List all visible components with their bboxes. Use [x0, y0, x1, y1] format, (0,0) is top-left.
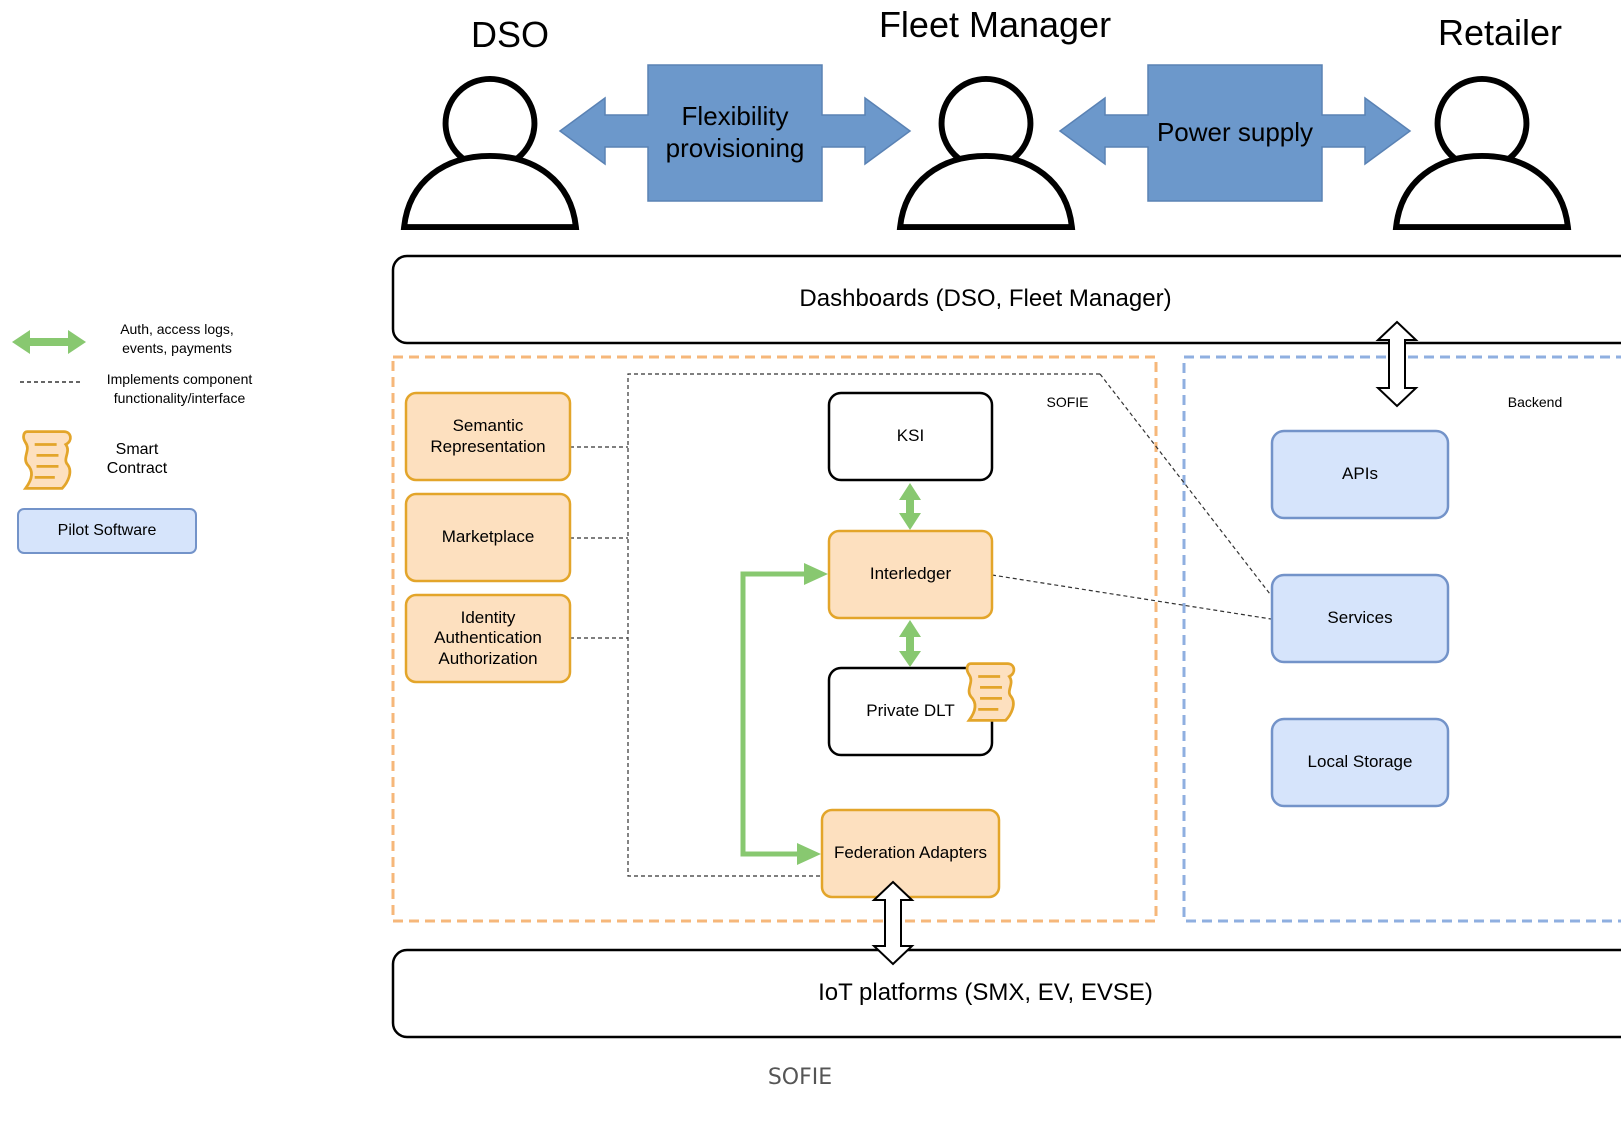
dashboards-backend-arrow	[1375, 320, 1419, 408]
marketplace-label: Marketplace	[441, 527, 535, 547]
retailer-person-icon	[1396, 79, 1568, 227]
iot-platforms-bar	[391, 948, 1621, 1039]
ksi-box	[827, 391, 994, 482]
dso-person-icon	[404, 79, 576, 227]
identity-box	[404, 593, 572, 684]
apis-box	[1270, 429, 1450, 520]
services-label: Services	[1327, 608, 1393, 628]
legend-pilot-software-box	[17, 508, 197, 554]
legend-green-arrow-icon	[12, 330, 86, 354]
power-supply-arrow	[1058, 64, 1412, 202]
federation-iot-arrow	[871, 880, 915, 966]
legend-smart-contract-icon	[22, 430, 72, 490]
local-storage-label: Local Storage	[1307, 752, 1413, 772]
interledger-dlt-arrow	[899, 620, 921, 667]
flexibility-arrow	[558, 64, 912, 202]
sofie-region-label: SOFIE	[1046, 393, 1089, 410]
private-dlt-label: Private DLT	[866, 701, 955, 721]
implements-line-services	[1099, 373, 1271, 595]
implements-line-interledger-services	[991, 574, 1272, 620]
legend-implements-label: Implements component functionality/inter…	[106, 371, 253, 406]
legend-auth-label: Auth, access logs, events, payments	[120, 321, 234, 356]
apis-label: APIs	[1342, 464, 1378, 484]
federation-interledger-connector	[740, 571, 806, 857]
fleet-manager-actor-label: Fleet Manager	[878, 4, 1112, 46]
federation-adapters-box	[820, 808, 1001, 899]
interledger-label: Interledger	[869, 564, 952, 584]
backend-region-label: Backend	[1507, 393, 1563, 410]
semantic-representation-box	[404, 391, 572, 482]
flexibility-provisioning-label: Flexibility provisioning	[665, 101, 805, 163]
federation-arrowhead	[797, 843, 821, 865]
dashboards-label: Dashboards (DSO, Fleet Manager)	[799, 285, 1172, 313]
identity-label: Identity Authentication Authorization	[434, 607, 542, 668]
ksi-label: KSI	[896, 426, 925, 446]
implements-outline	[627, 373, 1100, 877]
dso-actor-label: DSO	[470, 14, 549, 56]
interledger-arrowhead	[804, 563, 828, 585]
retailer-actor-label: Retailer	[1437, 12, 1563, 54]
sofie-region	[391, 355, 1158, 923]
local-storage-box	[1270, 717, 1450, 808]
services-box	[1270, 573, 1450, 664]
ksi-interledger-arrow	[899, 483, 921, 530]
backend-region	[1182, 355, 1621, 923]
legend-smart-contract-label: Smart Contract	[106, 440, 168, 477]
fleet-manager-person-icon	[900, 79, 1072, 227]
iot-platforms-label: IoT platforms (SMX, EV, EVSE)	[818, 979, 1153, 1007]
dashboards-bar	[391, 254, 1621, 345]
legend-pilot-software-label: Pilot Software	[57, 522, 157, 540]
marketplace-box	[404, 492, 572, 583]
figure-caption: SOFIE	[767, 1064, 833, 1090]
power-supply-label: Power supply	[1156, 116, 1314, 147]
semantic-representation-label: Semantic Representation	[430, 416, 546, 456]
federation-adapters-label: Federation Adapters	[833, 843, 988, 863]
interledger-box	[827, 529, 994, 620]
